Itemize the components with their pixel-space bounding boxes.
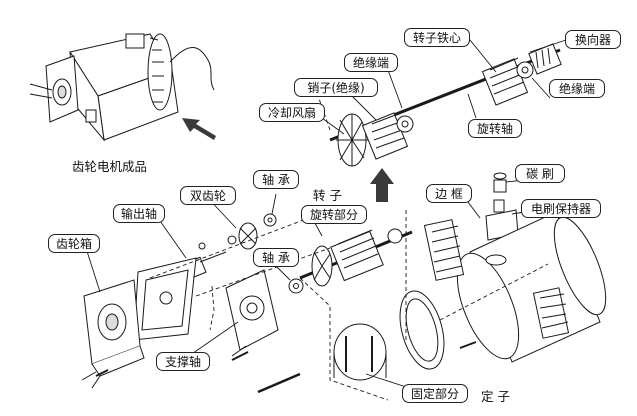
- rotor-assembly-drawing: [329, 43, 562, 167]
- label-rotating-shaft: 旋转轴: [468, 119, 522, 138]
- label-commutator: 换向器: [565, 30, 621, 49]
- label-rotor-core: 转子铁心: [404, 28, 470, 47]
- stator-drawing: [333, 290, 445, 381]
- screws: [95, 341, 477, 394]
- label-support-shaft: 支撑轴: [156, 352, 210, 371]
- rotating-part-drawing: [263, 213, 413, 294]
- brush-holder-drawing: [485, 172, 519, 241]
- label-frame: 边 框: [426, 184, 472, 203]
- finished-motor-drawing: [29, 33, 215, 142]
- arrow-up: [370, 168, 394, 202]
- support-plate-drawing: [225, 269, 279, 357]
- leader-lines: [85, 39, 567, 395]
- label-double-gear: 双齿轮: [180, 186, 236, 205]
- label-rotor: 转 子: [313, 188, 342, 203]
- label-cooling-fan: 冷却风扇: [259, 103, 325, 122]
- label-bearing-top: 轴 承: [253, 170, 299, 189]
- gear-plate-drawing: [133, 257, 197, 341]
- finished-motor-caption: 齿轮电机成品: [72, 159, 148, 174]
- label-insulation-end-top: 绝缘端: [344, 53, 398, 72]
- label-carbon-brush: 碳 刷: [515, 164, 565, 183]
- label-pin-insulation: 销子(绝缘): [294, 78, 378, 97]
- arrow-to-finished: [182, 118, 216, 140]
- frame-drawing: [423, 211, 607, 363]
- label-insulation-end-right: 绝缘端: [549, 79, 605, 98]
- label-gearbox: 齿轮箱: [48, 234, 100, 253]
- label-fixed-part: 固定部分: [402, 384, 468, 403]
- assembly-lines: [149, 89, 549, 401]
- label-output-shaft: 输出轴: [113, 204, 165, 223]
- label-brush-holder: 电刷保持器: [521, 199, 601, 218]
- gearbox-drawing: [81, 279, 145, 389]
- label-rotating-part: 旋转部分: [301, 205, 367, 224]
- label-bearing-mid: 轴 承: [253, 248, 299, 267]
- label-stator: 定 子: [481, 389, 510, 404]
